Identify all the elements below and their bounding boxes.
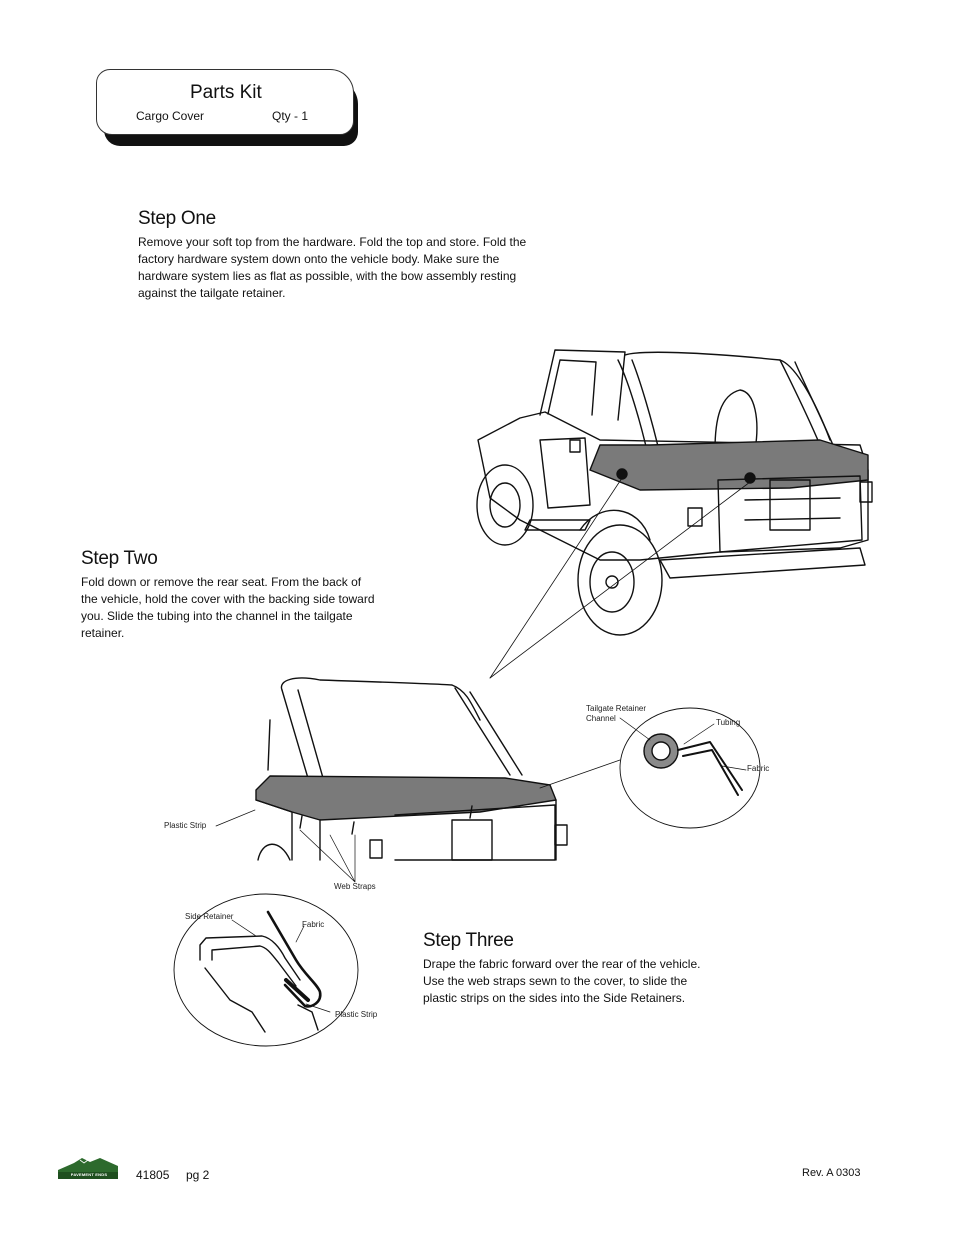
callout-fabric-top: Fabric	[747, 764, 770, 773]
callout-plastic-strip-bottom: Plastic Strip	[335, 1010, 378, 1019]
tailgate-retainer-detail	[619, 707, 761, 829]
footer-doc-number: 41805	[136, 1168, 170, 1182]
callout-tubing: Tubing	[716, 718, 741, 727]
parts-kit-title: Parts Kit	[190, 82, 262, 103]
callout-plastic-strip-left: Plastic Strip	[164, 821, 207, 830]
side-retainer-detail	[173, 893, 359, 1047]
parts-kit-item: Cargo Cover	[136, 109, 205, 123]
step-one-title: Step One	[138, 208, 216, 229]
parts-kit-qty: Qty - 1	[272, 109, 309, 123]
callout-web-straps: Web Straps	[334, 882, 376, 891]
step-one-text: Remove your soft top from the hardware. …	[138, 235, 527, 300]
callout-side-retainer: Side Retainer	[185, 912, 234, 921]
step-two-text: Fold down or remove the rear seat. From …	[81, 575, 375, 640]
footer-revision: Rev. A 0303	[802, 1167, 861, 1179]
vehicle-illustration-bottom	[255, 677, 568, 861]
vehicle-illustration-top	[476, 349, 873, 636]
step-three-text: Drape the fabric forward over the rear o…	[423, 957, 701, 1005]
parts-kit-box	[96, 69, 354, 135]
logo-text: PAVEMENT ENDS	[70, 1172, 108, 1177]
step-three-title: Step Three	[423, 930, 514, 951]
step-two-title: Step Two	[81, 548, 158, 569]
footer-page: pg 2	[186, 1168, 210, 1182]
callout-tailgate-retainer-line1: Tailgate Retainer	[586, 704, 647, 713]
callout-fabric-bottom: Fabric	[302, 920, 325, 929]
callout-tailgate-retainer-line2: Channel	[586, 714, 616, 723]
callout-tailgate-retainer-channel: Tailgate Retainer Channel	[586, 704, 646, 724]
